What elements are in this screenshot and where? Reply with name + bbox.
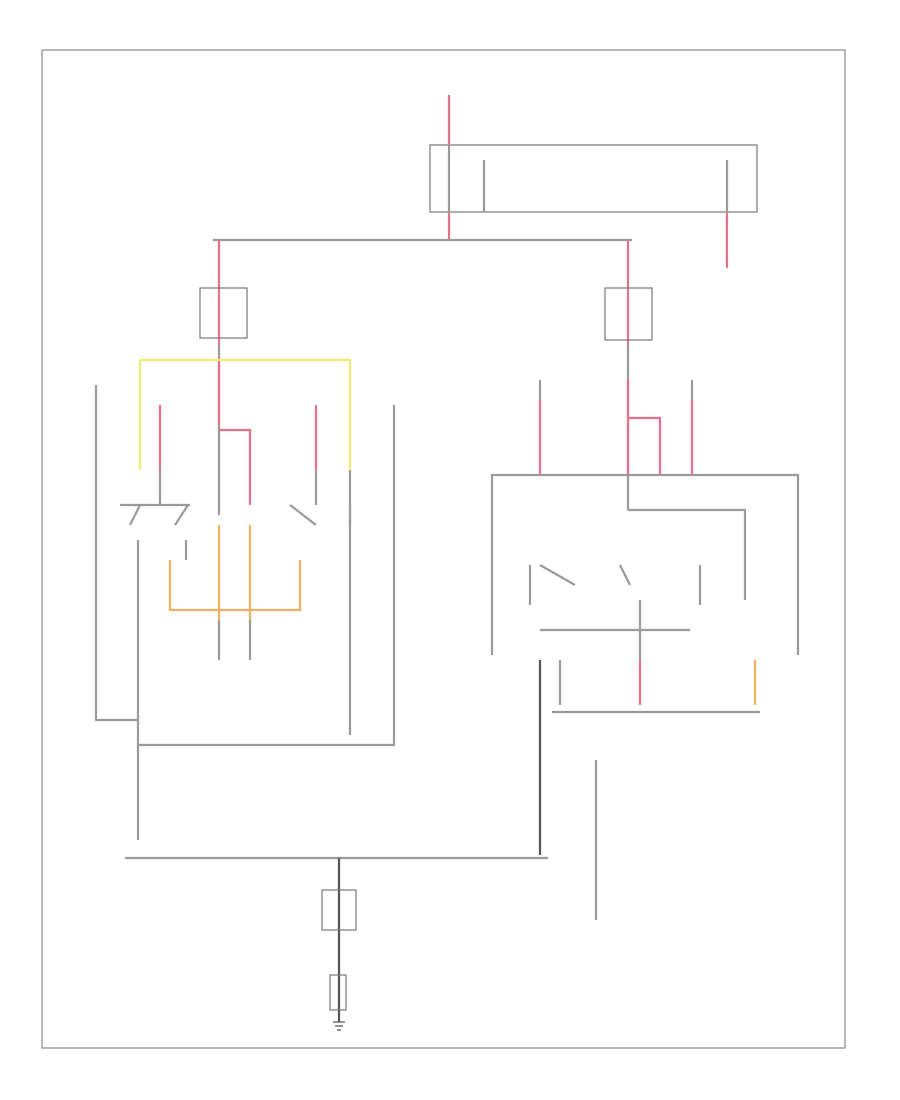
left-power-window-switch	[120, 503, 190, 526]
center-power-window-switch	[289, 504, 352, 526]
yellow-illumination-wire	[140, 358, 352, 470]
right-branch-red-wire	[628, 416, 662, 475]
motor-connector-wires	[217, 620, 252, 660]
right-switch-assembly-outline	[490, 473, 800, 655]
right-switch-connector-stubs	[538, 380, 694, 400]
ground-connector	[329, 974, 347, 1011]
diagram-frame	[41, 49, 846, 1049]
center-red-pair-wire	[219, 428, 252, 505]
orange-motor-wire	[168, 560, 302, 612]
right-switch-internal-wire	[628, 508, 747, 600]
right-side-switch-wire	[138, 405, 396, 747]
fuse-block	[429, 144, 758, 213]
right-power-window-switch	[528, 564, 702, 605]
ground-fuse-box	[321, 889, 357, 931]
left-fuse-box	[199, 287, 248, 339]
left-switch-wire-1	[94, 385, 138, 722]
ground-symbol-icon	[333, 1021, 345, 1031]
right-fuse-box	[604, 287, 653, 341]
